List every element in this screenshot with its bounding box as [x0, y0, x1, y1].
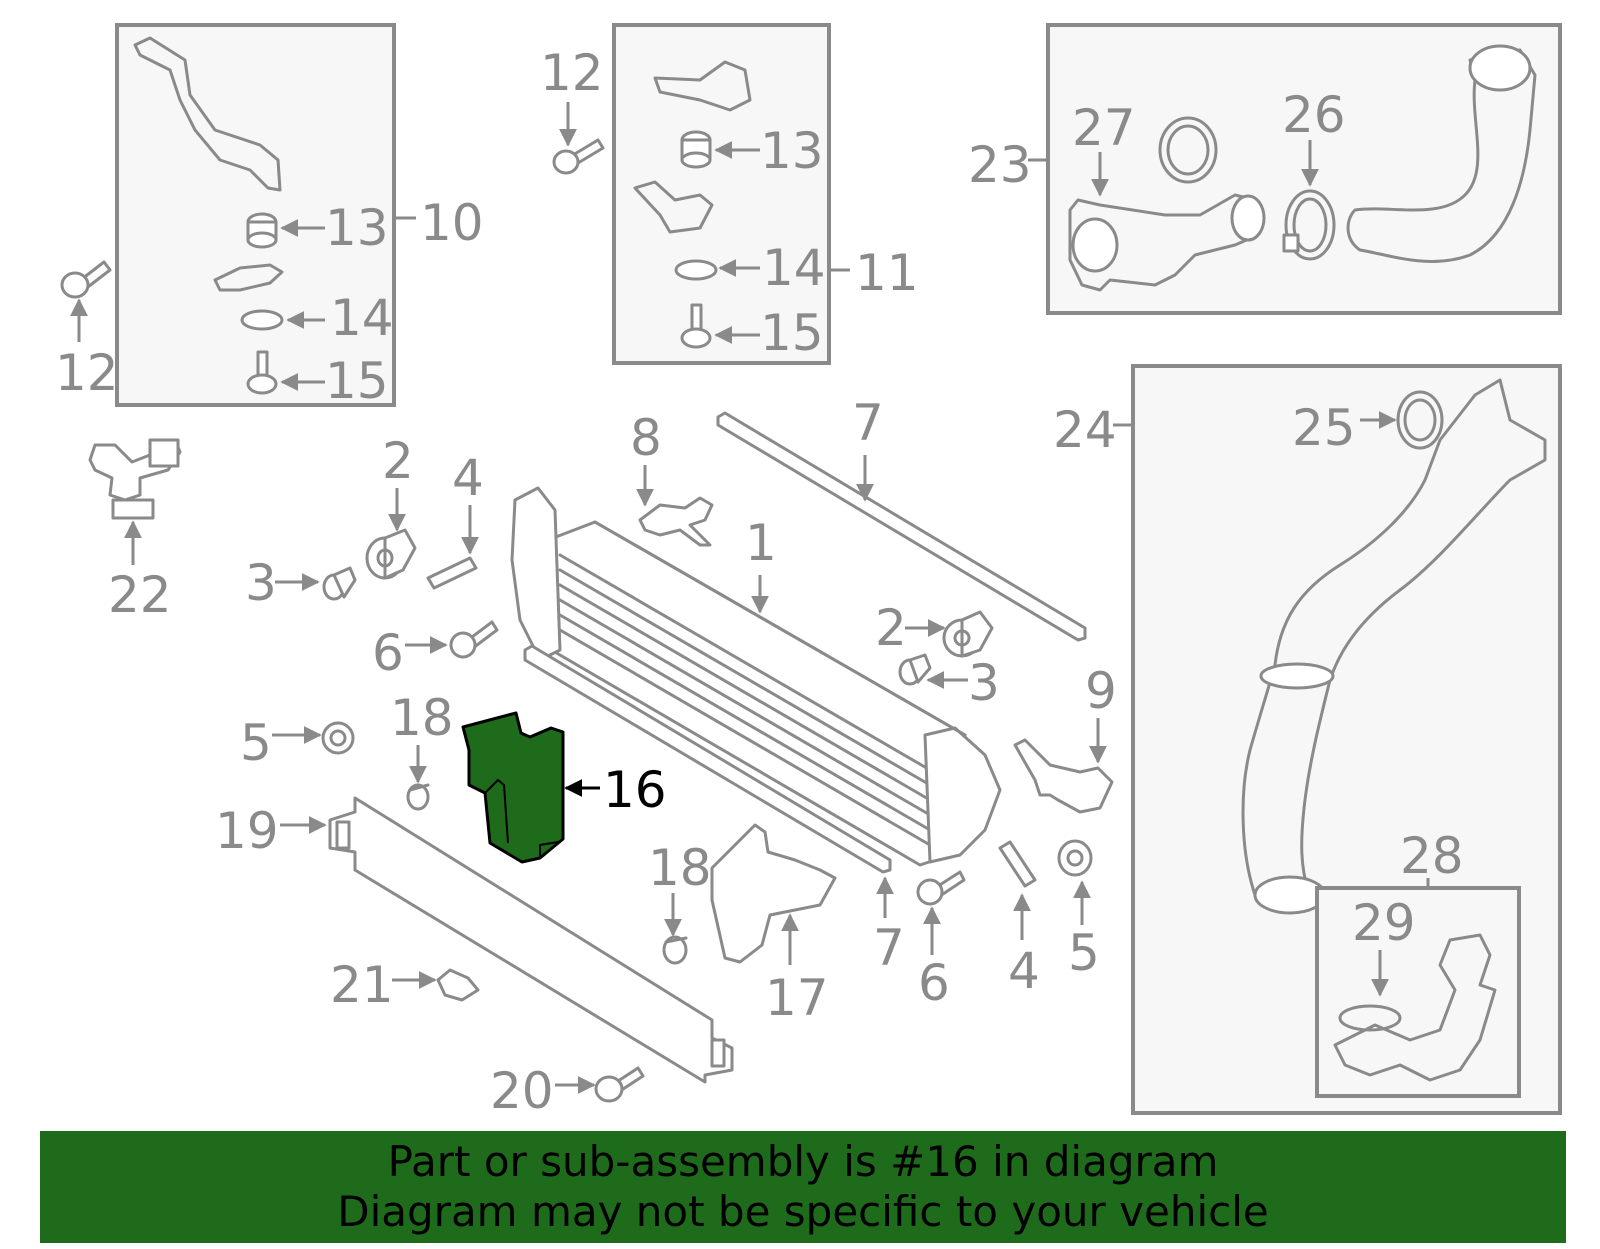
kit-box-23: 27 26 23 — [968, 23, 1562, 315]
gasket-27-inner — [1166, 124, 1210, 176]
label-9: 9 — [1085, 662, 1117, 720]
label-13-a: 13 — [325, 199, 389, 257]
banner-line-2: Diagram may not be specific to your vehi… — [337, 1187, 1269, 1236]
intercooler-1[interactable] — [510, 486, 1002, 867]
bushing-2-a[interactable] — [365, 528, 417, 580]
info-banner: Part or sub-assembly is #16 in diagram D… — [40, 1131, 1566, 1243]
pipe-29[interactable] — [1333, 933, 1497, 1082]
pin-4-b[interactable] — [998, 840, 1037, 888]
label-5-b: 5 — [1068, 924, 1100, 982]
nut-5-b[interactable] — [1057, 839, 1093, 877]
charge-air-pipe-24[interactable] — [1241, 378, 1547, 897]
clip-18-b[interactable] — [662, 935, 688, 965]
label-17: 17 — [765, 969, 829, 1027]
bolt-20[interactable] — [594, 1066, 645, 1103]
pin-4-a[interactable] — [426, 556, 478, 590]
label-28: 28 — [1400, 827, 1464, 885]
shield-19[interactable] — [328, 796, 734, 1084]
gasket-27[interactable] — [1158, 116, 1218, 184]
label-11: 11 — [855, 244, 919, 302]
label-3-b: 3 — [968, 654, 1000, 712]
bushing-13-a[interactable] — [246, 212, 278, 249]
label-3-a: 3 — [245, 554, 277, 612]
kit-box-10: 13 10 14 15 — [115, 23, 484, 410]
bolt-12-b[interactable] — [552, 138, 605, 175]
washer-14-a[interactable] — [240, 309, 284, 331]
washer-14-b[interactable] — [674, 259, 718, 281]
air-deflector-16[interactable] — [461, 711, 565, 864]
label-2-a: 2 — [382, 432, 414, 490]
bolt-6-b[interactable] — [916, 870, 966, 906]
bolt-15-b[interactable] — [680, 303, 712, 349]
clip-21[interactable] — [436, 968, 480, 1002]
label-12-a: 12 — [55, 344, 119, 402]
label-22: 22 — [108, 566, 172, 624]
bolt-12-a[interactable] — [60, 260, 112, 299]
label-14-a: 14 — [330, 289, 394, 347]
banner-line-1: Part or sub-assembly is #16 in diagram — [387, 1137, 1219, 1186]
clip-18-a[interactable] — [406, 783, 430, 811]
label-7-b: 7 — [873, 919, 905, 977]
label-15-b: 15 — [760, 304, 824, 362]
label-4-a: 4 — [452, 449, 484, 507]
bracket-8[interactable] — [638, 496, 714, 547]
deflector-17[interactable] — [710, 823, 837, 964]
label-19: 19 — [215, 802, 279, 860]
label-1: 1 — [745, 514, 777, 572]
nut-5-a[interactable] — [321, 721, 355, 755]
seal-strip-7-b[interactable] — [523, 644, 892, 874]
bolt-6-a[interactable] — [449, 620, 499, 659]
label-29: 29 — [1352, 894, 1416, 952]
label-5-a: 5 — [240, 714, 272, 772]
label-8: 8 — [630, 409, 662, 467]
hose-23[interactable] — [1346, 48, 1537, 263]
label-12-b: 12 — [540, 44, 604, 102]
label-10: 10 — [420, 194, 484, 252]
label-18-a: 18 — [390, 689, 454, 747]
label-25: 25 — [1292, 399, 1356, 457]
label-7-a: 7 — [852, 394, 884, 452]
label-23: 23 — [968, 136, 1032, 194]
label-26: 26 — [1282, 86, 1346, 144]
label-24: 24 — [1053, 401, 1117, 459]
label-2-b: 2 — [875, 599, 907, 657]
isolator-3-a[interactable] — [322, 566, 357, 601]
label-18-b: 18 — [648, 839, 712, 897]
isolator-3-b[interactable] — [898, 653, 932, 686]
bushing-13-b[interactable] — [680, 130, 712, 169]
label-20: 20 — [490, 1062, 554, 1120]
label-4-b: 4 — [1008, 942, 1040, 1000]
clamp-26[interactable] — [1282, 189, 1336, 261]
label-15-a: 15 — [325, 352, 389, 410]
bracket-9[interactable] — [1013, 738, 1114, 814]
bolt-15-a[interactable] — [246, 350, 278, 395]
label-14-b: 14 — [762, 239, 826, 297]
label-16: 16 — [603, 761, 667, 819]
sensor-harness-22[interactable] — [88, 438, 182, 520]
bushing-2-b[interactable] — [942, 610, 994, 658]
o-ring-25[interactable] — [1396, 390, 1444, 450]
label-21: 21 — [330, 956, 394, 1014]
label-6-a: 6 — [372, 624, 404, 682]
kit-box-24: 25 24 28 29 — [1053, 364, 1562, 1115]
label-27: 27 — [1072, 99, 1136, 157]
seal-strip-7-a[interactable] — [716, 411, 1087, 642]
label-6-b: 6 — [918, 954, 950, 1012]
kit-box-11: 13 14 11 15 — [612, 23, 919, 365]
label-13-b: 13 — [760, 122, 824, 180]
